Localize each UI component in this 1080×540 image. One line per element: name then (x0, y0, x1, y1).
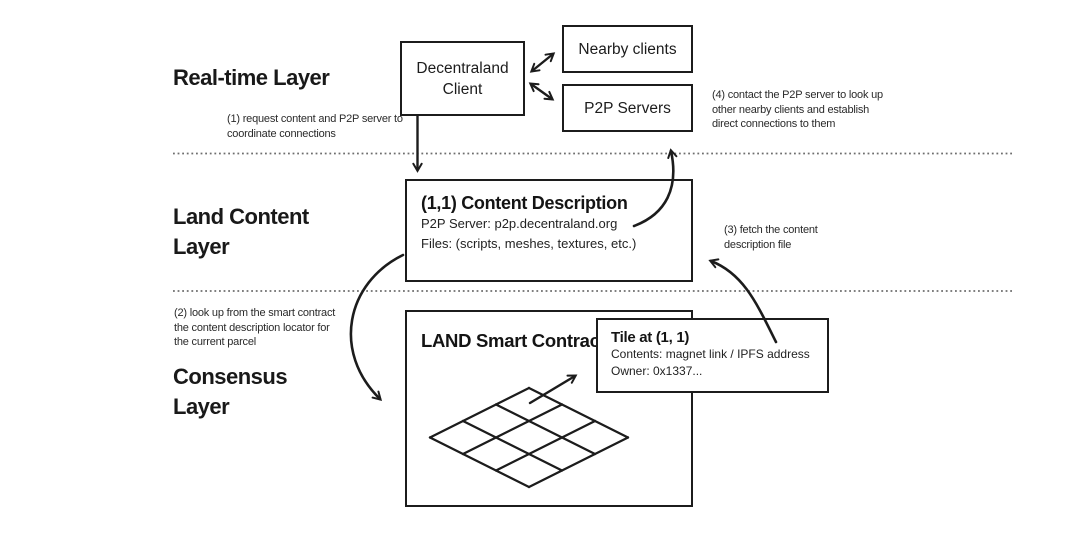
tile-detail-title: Tile at (1, 1) (611, 329, 690, 346)
content-description-server: P2P Server: p2p.decentraland.org (421, 216, 618, 231)
nearby-clients-label: Nearby clients (578, 40, 677, 58)
content-description-box: (1,1) Content Description P2P Server: p2… (405, 179, 693, 282)
layer-title-realtime: Real-time Layer (173, 65, 330, 90)
annotation-step3: (3) fetch the content description file (724, 224, 818, 251)
content-description-title: (1,1) Content Description (421, 193, 628, 213)
arrow-content-to-contract (349, 253, 405, 401)
decentraland-client-box: Decentraland Client (400, 41, 525, 116)
content-description-files: Files: (scripts, meshes, textures, etc.) (421, 236, 637, 251)
annotation-step1: (1) request content and P2P server to co… (227, 113, 403, 140)
tile-detail-owner: Owner: 0x1337... (611, 363, 703, 378)
tile-detail-box: Tile at (1, 1) Contents: magnet link / I… (596, 318, 829, 393)
decentraland-client-label: Decentraland Client (416, 59, 509, 98)
land-smart-contract-title: LAND Smart Contract (421, 330, 606, 351)
layer-title-consensus: Consensus Layer (173, 364, 288, 419)
arrow-client-nearby-bidirectional (529, 52, 556, 73)
tile-detail-contents: Contents: magnet link / IPFS address (611, 347, 810, 361)
arrow-client-p2p-bidirectional (528, 82, 555, 101)
annotation-step4: (4) contact the P2P server to look up ot… (712, 89, 883, 130)
nearby-clients-box: Nearby clients (562, 25, 693, 73)
p2p-servers-label: P2P Servers (584, 99, 671, 117)
p2p-servers-box: P2P Servers (562, 84, 693, 132)
annotation-step2: (2) look up from the smart contract the … (174, 307, 336, 348)
layer-title-land-content: Land Content Layer (173, 204, 309, 259)
